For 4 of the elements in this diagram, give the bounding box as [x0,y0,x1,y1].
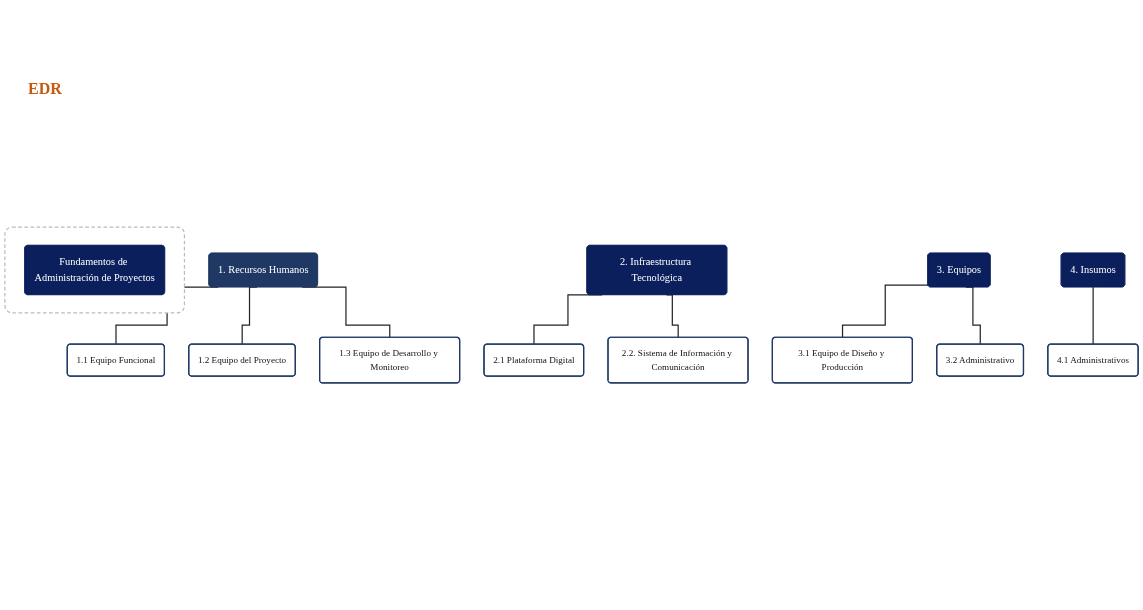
connector [1092,286,1094,346]
connector [841,284,929,339]
diagram-label: EDR [28,80,62,97]
cluster [4,226,186,314]
